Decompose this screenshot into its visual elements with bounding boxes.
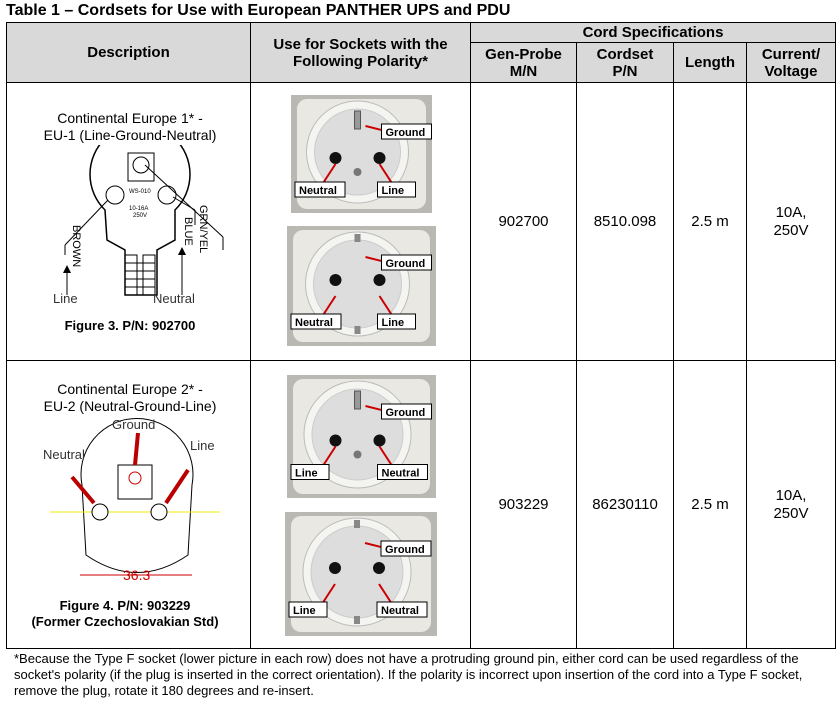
current: 10A, <box>775 486 807 504</box>
ground-label: Ground <box>386 407 426 419</box>
row1-current-voltage: 10A,250V <box>746 82 836 361</box>
header-cord-specs: Cord Specifications <box>470 22 836 43</box>
desc-line1: Continental Europe 2* - <box>57 381 203 397</box>
header-gen-probe: Gen-Probe M/N <box>470 42 577 83</box>
desc-line2: EU-1 (Line-Ground-Neutral) <box>43 127 217 143</box>
label-neutral: Neutral <box>43 447 85 462</box>
row2-gen-probe: 903229 <box>470 360 577 649</box>
ground-label: Ground <box>385 544 425 556</box>
left-label: Line <box>293 605 316 617</box>
wire-brown: BROWN <box>70 225 82 267</box>
ground-label: Ground <box>386 127 426 139</box>
row1-length: 2.5 m <box>673 82 747 361</box>
row1-cordset: 8510.098 <box>576 82 674 361</box>
label-neutral: Neutral <box>153 291 195 306</box>
right-label: Neutral <box>381 605 419 617</box>
wire-grn-yel: GRN/YEL <box>197 205 209 253</box>
right-label: Line <box>382 185 405 197</box>
label-ground: Ground <box>112 417 155 432</box>
header-length: Length <box>673 42 747 83</box>
svg-text:WS-010: WS-010 <box>129 189 151 195</box>
desc-line1: Continental Europe 1* - <box>57 110 203 126</box>
svg-text:10-16A: 10-16A <box>129 206 148 212</box>
figure-4-caption: Figure 4. P/N: 903229(Former Czechoslova… <box>10 598 240 630</box>
eu2-plug-drawing: 36.3 Ground Neutral Line <box>43 417 220 583</box>
table-title: Table 1 – Cordsets for Use with European… <box>6 2 511 19</box>
header-polarity: Use for Sockets with the Following Polar… <box>250 22 471 83</box>
ground-label: Ground <box>386 258 426 270</box>
figure-4-title: Figure 4. P/N: 903229 <box>59 598 191 613</box>
right-label: Line <box>382 317 405 329</box>
label-line: Line <box>190 438 215 453</box>
label-line: Line <box>53 291 78 306</box>
left-label: Neutral <box>299 185 337 197</box>
voltage: 250V <box>773 504 809 522</box>
right-label: Neutral <box>382 468 420 480</box>
header-description: Description <box>6 22 251 83</box>
svg-text:250V: 250V <box>133 213 147 219</box>
wire-blue: BLUE <box>182 217 194 246</box>
header-current-voltage: Current/ Voltage <box>746 42 836 83</box>
voltage: 250V <box>773 221 809 239</box>
figure-4-subtitle: (Former Czechoslovakian Std) <box>31 614 219 629</box>
dimension-label: 36.3 <box>123 567 150 583</box>
row2-cordset: 86230110 <box>576 360 674 649</box>
header-cordset: Cordset P/N <box>576 42 674 83</box>
footnote: *Because the Type F socket (lower pictur… <box>14 651 803 698</box>
row1-desc: Continental Europe 1* -EU-1 (Line-Ground… <box>30 110 230 144</box>
desc-line2: EU-2 (Neutral-Ground-Line) <box>43 398 217 414</box>
figure-3-caption: Figure 3. P/N: 902700 <box>64 318 196 333</box>
current: 10A, <box>775 203 807 221</box>
left-label: Line <box>295 468 318 480</box>
left-label: Neutral <box>295 317 333 329</box>
row2-current-voltage: 10A,250V <box>746 360 836 649</box>
row2-length: 2.5 m <box>673 360 747 649</box>
row1-gen-probe: 902700 <box>470 82 577 361</box>
row2-desc: Continental Europe 2* -EU-2 (Neutral-Gro… <box>30 381 230 415</box>
